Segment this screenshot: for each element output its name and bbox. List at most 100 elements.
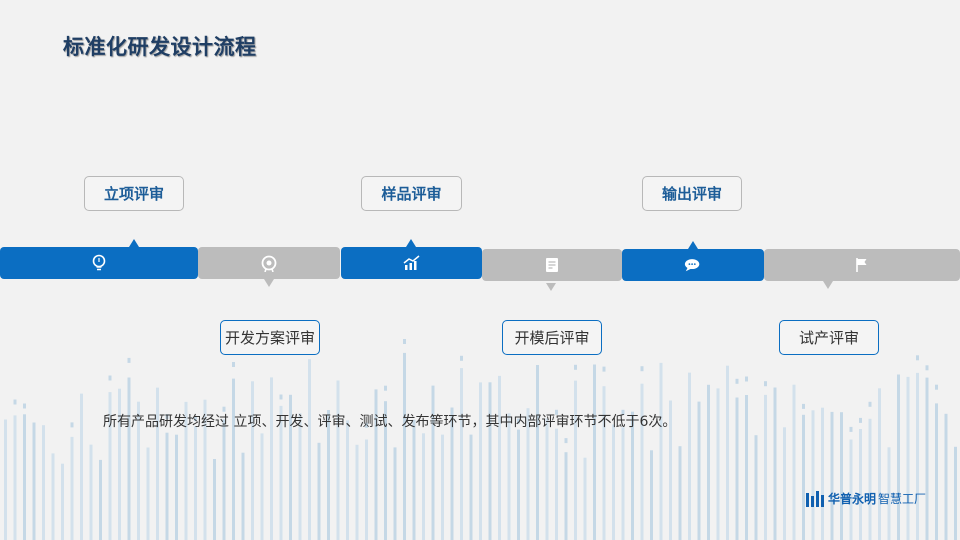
pointer-down (823, 281, 833, 289)
timeline-segment-4 (482, 249, 622, 281)
background-bar (764, 394, 767, 540)
background-bar (232, 378, 235, 540)
background-bar (146, 447, 150, 540)
background-bar (878, 388, 881, 540)
background-bar (393, 447, 397, 540)
background-bar (802, 414, 805, 540)
background-bar (773, 387, 777, 540)
background-bar (412, 419, 416, 540)
chat-icon (684, 256, 702, 274)
background-bar-dot (127, 357, 131, 363)
background-bar (716, 388, 720, 540)
background-bar (108, 392, 112, 540)
background-bar (99, 459, 102, 540)
background-bar (640, 383, 644, 540)
pointer-down (546, 283, 556, 291)
step-label-dev-plan-review: 开发方案评审 (220, 320, 320, 355)
description-text: 所有产品研发均经过 立项、开发、评审、测试、发布等环节，其中内部评审环节不低于6… (103, 414, 677, 430)
background-bar (526, 408, 530, 540)
background-bar (868, 418, 872, 540)
background-bar (688, 372, 691, 540)
background-bar (42, 425, 45, 540)
background-bar (507, 413, 511, 540)
background-bar (678, 446, 682, 540)
background-bar (906, 376, 910, 540)
background-bar-dot (925, 365, 929, 371)
background-bar (156, 387, 159, 540)
background-bar (954, 446, 957, 540)
timeline-segment-1 (0, 247, 198, 279)
background-bar (811, 410, 815, 540)
background-bar (564, 452, 568, 540)
background-bar (574, 380, 577, 540)
background-bar (23, 414, 26, 540)
background-bar (346, 420, 349, 540)
background-bar (298, 413, 302, 540)
background-bar (840, 412, 843, 540)
background-bar (498, 375, 501, 540)
background-bar (384, 401, 387, 540)
background-bar (602, 386, 606, 540)
background-bar (374, 389, 378, 540)
chart-icon (403, 254, 421, 272)
background-bar (488, 382, 492, 540)
background-bar (469, 434, 473, 540)
background-bar-dot (916, 355, 919, 361)
background-bar (621, 427, 625, 540)
background-bar (659, 362, 663, 540)
background-bar-dot (745, 376, 748, 382)
document-icon (543, 256, 561, 274)
step-label-sample-review: 样品评审 (361, 176, 462, 211)
flag-icon (853, 256, 871, 274)
background-bar (441, 434, 444, 540)
background-bar (431, 385, 435, 540)
logo-brand: 华普永明 (828, 492, 877, 506)
background-bar (707, 384, 710, 540)
background-bar-dot (849, 426, 853, 432)
background-bar (355, 444, 359, 540)
background-bar-dot (403, 339, 406, 344)
background-bar (897, 374, 900, 540)
company-logo: 华普永明 智慧工厂 (806, 490, 926, 507)
background-bar (631, 411, 634, 540)
background-bar (4, 419, 7, 540)
background-bar-dot (108, 375, 112, 381)
background-bar-dot (70, 422, 74, 428)
background-bar (194, 426, 197, 540)
background-bar (583, 457, 587, 540)
background-bar (51, 453, 55, 540)
background-bar (13, 415, 17, 540)
background-bar (612, 424, 615, 540)
background-bar (137, 401, 140, 540)
page-title: 标准化研发设计流程 (63, 35, 257, 59)
background-bar-dot (23, 403, 26, 409)
background-bar (270, 377, 273, 540)
background-bar (222, 419, 226, 540)
background-bar (887, 447, 891, 540)
background-bar (650, 450, 653, 540)
background-bar (697, 401, 701, 540)
background-bar (849, 439, 853, 540)
background-bar (944, 413, 948, 540)
background-bar (80, 393, 83, 540)
background-bar (336, 380, 340, 540)
background-bar (935, 403, 938, 540)
timeline-segment-6 (764, 249, 960, 281)
background-bar (127, 377, 131, 540)
background-bar-dot (365, 422, 368, 428)
background-bar-dot (222, 406, 226, 412)
background-bar (165, 432, 169, 540)
timeline-segment-3 (341, 247, 482, 279)
background-bar (726, 365, 729, 540)
pointer-down (264, 279, 274, 287)
background-bar-dot (517, 418, 520, 424)
background-bar (555, 428, 558, 540)
background-bar (460, 368, 463, 540)
background-bar (289, 394, 292, 540)
background-bar (792, 384, 796, 540)
background-bar (754, 435, 758, 540)
background-bar-dot (735, 378, 739, 384)
background-bar (859, 429, 862, 540)
background-bar (251, 381, 254, 540)
background-bar-dot (232, 362, 235, 367)
